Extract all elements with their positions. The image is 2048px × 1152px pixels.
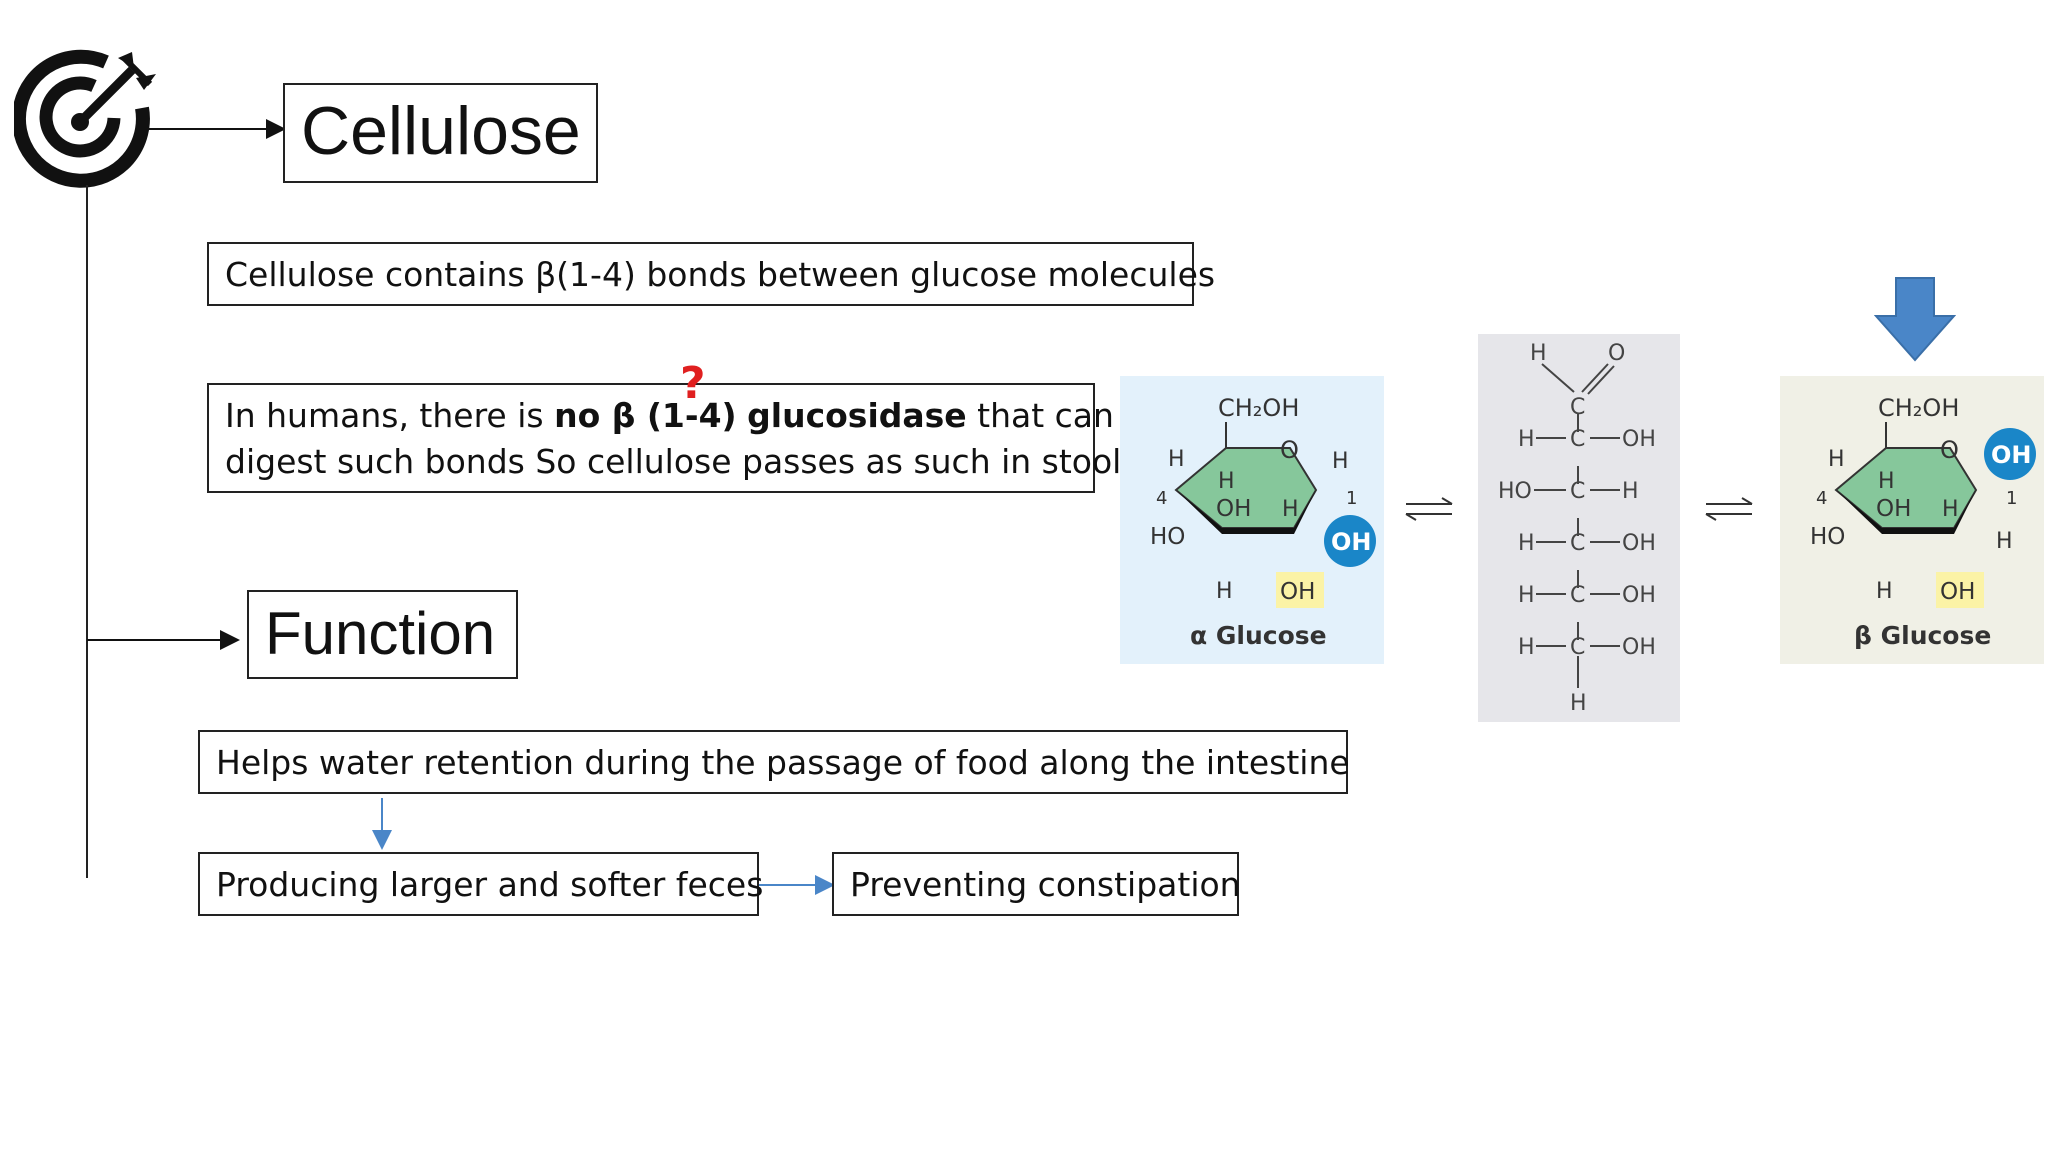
- svg-text:C: C: [1570, 427, 1585, 452]
- svg-text:H: H: [1218, 469, 1235, 494]
- chain-row: HO C H: [1498, 466, 1639, 504]
- human-note: In humans, there is no β (1-4) glucosida…: [207, 383, 1122, 493]
- svg-text:OH: OH: [1622, 583, 1656, 608]
- svg-text:H: H: [1216, 579, 1233, 604]
- svg-text:O: O: [1940, 436, 1959, 464]
- svg-text:HO: HO: [1810, 524, 1845, 550]
- equilibrium-arrows-right: [1705, 497, 1753, 521]
- alpha-glucose-panel: CH₂OH O H 4 HO H OH H H 1 OH H OH α Gluc…: [1120, 376, 1384, 664]
- human-note-line2: digest such bonds So cellulose passes as…: [225, 442, 1122, 481]
- svg-text:OH: OH: [1280, 579, 1315, 605]
- svg-text:H: H: [1332, 449, 1349, 474]
- svg-text:HO: HO: [1498, 479, 1532, 504]
- chain-row: H C OH: [1518, 414, 1656, 452]
- beta-caption: β Glucose: [1854, 621, 1991, 650]
- svg-text:C: C: [1570, 479, 1585, 504]
- svg-text:H: H: [1878, 469, 1895, 494]
- svg-text:1: 1: [1346, 488, 1357, 509]
- svg-text:OH: OH: [1622, 531, 1656, 556]
- svg-text:H: H: [1530, 341, 1547, 366]
- svg-text:C: C: [1570, 395, 1585, 420]
- chain-row: H C OH: [1518, 622, 1656, 660]
- svg-text:H: H: [1570, 691, 1587, 716]
- svg-text:4: 4: [1156, 488, 1167, 509]
- svg-text:H: H: [1622, 479, 1639, 504]
- svg-text:C: C: [1570, 531, 1585, 556]
- svg-text:H: H: [1996, 529, 2013, 554]
- chain-row: H C OH: [1518, 570, 1656, 608]
- svg-text:C: C: [1570, 635, 1585, 660]
- svg-text:C: C: [1570, 583, 1585, 608]
- bond-statement: Cellulose contains β(1-4) bonds between …: [207, 242, 1215, 306]
- target-arrow-icon: [14, 49, 156, 188]
- svg-text:H: H: [1828, 447, 1845, 472]
- svg-text:OH: OH: [1216, 496, 1251, 522]
- svg-text:H: H: [1168, 447, 1185, 472]
- open-chain-glucose-panel: H O C H C OH HO C H H C OH H C OH H C OH H: [1478, 334, 1680, 722]
- chain-row: H C OH: [1518, 518, 1656, 556]
- human-note-line1: In humans, there is no β (1-4) glucosida…: [225, 396, 1114, 435]
- alpha-caption: α Glucose: [1190, 621, 1327, 650]
- svg-text:OH: OH: [1876, 496, 1911, 522]
- svg-text:H: H: [1518, 635, 1535, 660]
- function-prevent-constipation: Preventing constipation: [832, 852, 1241, 916]
- svg-text:H: H: [1518, 583, 1535, 608]
- svg-text:1: 1: [2006, 488, 2017, 509]
- svg-text:HO: HO: [1150, 524, 1185, 550]
- beta-oh-blue: OH: [1991, 441, 2032, 469]
- svg-text:H: H: [1876, 579, 1893, 604]
- alpha-ch2oh: CH₂OH: [1218, 394, 1299, 422]
- svg-text:OH: OH: [1622, 427, 1656, 452]
- svg-text:H: H: [1518, 531, 1535, 556]
- cellulose-title: Cellulose: [283, 83, 598, 183]
- svg-text:H: H: [1282, 497, 1299, 522]
- beta-ch2oh: CH₂OH: [1878, 394, 1959, 422]
- alpha-oh-blue: OH: [1331, 528, 1372, 556]
- svg-text:OH: OH: [1622, 635, 1656, 660]
- svg-text:H: H: [1518, 427, 1535, 452]
- function-larger-feces: Producing larger and softer feces: [198, 852, 763, 916]
- function-heading: Function: [247, 590, 518, 679]
- function-water-retention: Helps water retention during the passage…: [198, 730, 1350, 794]
- svg-text:OH: OH: [1940, 579, 1975, 605]
- svg-text:H: H: [1942, 497, 1959, 522]
- svg-text:4: 4: [1816, 488, 1827, 509]
- question-mark: ?: [680, 358, 706, 409]
- down-arrow-icon: [1874, 277, 1956, 362]
- beta-glucose-panel: CH₂OH O H 4 HO H OH H OH 1 H H OH β Gluc…: [1780, 376, 2044, 664]
- svg-text:O: O: [1608, 341, 1625, 366]
- equilibrium-arrows-left: [1405, 497, 1453, 521]
- svg-text:O: O: [1280, 436, 1299, 464]
